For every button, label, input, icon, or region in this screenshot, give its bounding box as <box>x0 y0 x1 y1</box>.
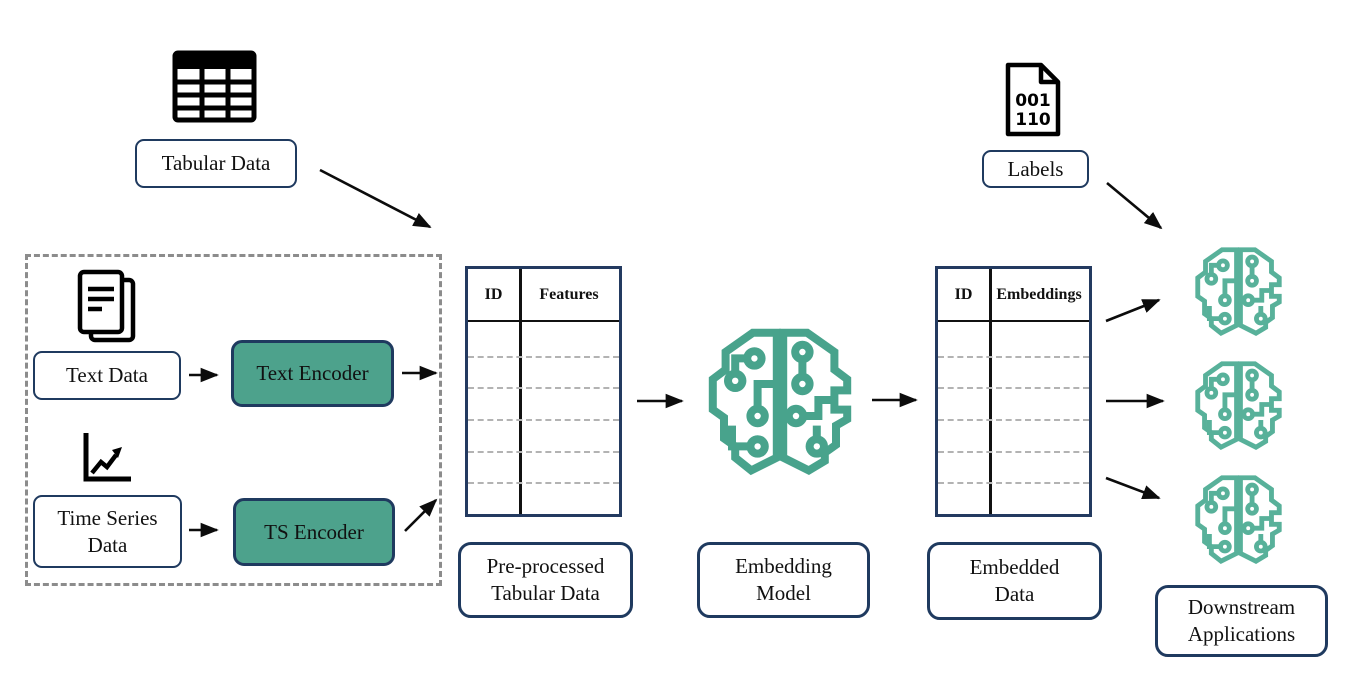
embedded-table: ID Embeddings <box>935 266 1092 517</box>
column-header-id: ID <box>954 285 973 303</box>
table-row <box>468 482 619 514</box>
downstream-app-1-brain-icon <box>1190 242 1287 339</box>
ts-encoder-node: TS Encoder <box>233 498 395 566</box>
table-row <box>938 355 1089 388</box>
downstream-app-3-brain-icon <box>1190 470 1287 567</box>
table-row <box>938 450 1089 483</box>
arrow-tabular-to-preprocessing <box>319 168 432 229</box>
binary-line-1: 001 <box>1015 91 1051 111</box>
preprocessed-caption: Pre-processed Tabular Data <box>458 542 633 618</box>
table-row <box>468 326 619 356</box>
line-chart-icon <box>81 431 133 485</box>
column-header-embeddings: Embeddings <box>996 285 1082 303</box>
downstream-caption: Downstream Applications <box>1155 585 1328 657</box>
embedding-model-caption: Embedding Model <box>697 542 870 618</box>
text-data-node: Text Data <box>33 351 181 400</box>
binary-line-2: 110 <box>1015 110 1051 130</box>
table-row <box>468 419 619 451</box>
preprocessed-table: ID Features <box>465 266 622 517</box>
table-row <box>468 450 619 483</box>
table-column-divider <box>519 269 522 514</box>
column-header-id: ID <box>484 285 503 303</box>
downstream-app-2-brain-icon <box>1190 356 1287 453</box>
documents-icon <box>75 268 138 344</box>
circuit-brain-icon <box>700 320 860 480</box>
tabular-data-node: Tabular Data <box>135 139 297 188</box>
time-series-data-node: Time Series Data <box>33 495 182 568</box>
binary-file-icon: 001 110 <box>1003 62 1063 137</box>
arrow-labels-to-app1 <box>1106 182 1163 230</box>
arrow-embedded-to-app3 <box>1105 476 1161 500</box>
table-row <box>938 482 1089 514</box>
table-row <box>938 419 1089 451</box>
table-row <box>468 387 619 419</box>
table-icon <box>172 50 257 123</box>
embedded-data-caption: Embedded Data <box>927 542 1102 620</box>
labels-node: Labels <box>982 150 1089 188</box>
table-row <box>938 387 1089 419</box>
column-header-features: Features <box>539 285 599 303</box>
table-column-divider <box>989 269 992 514</box>
preprocessing-group <box>25 254 442 586</box>
table-row <box>468 355 619 388</box>
text-encoder-node: Text Encoder <box>231 340 394 407</box>
arrow-tsencoder-to-table <box>404 498 438 532</box>
arrow-embedded-to-app1 <box>1105 298 1161 323</box>
table-row <box>938 326 1089 356</box>
